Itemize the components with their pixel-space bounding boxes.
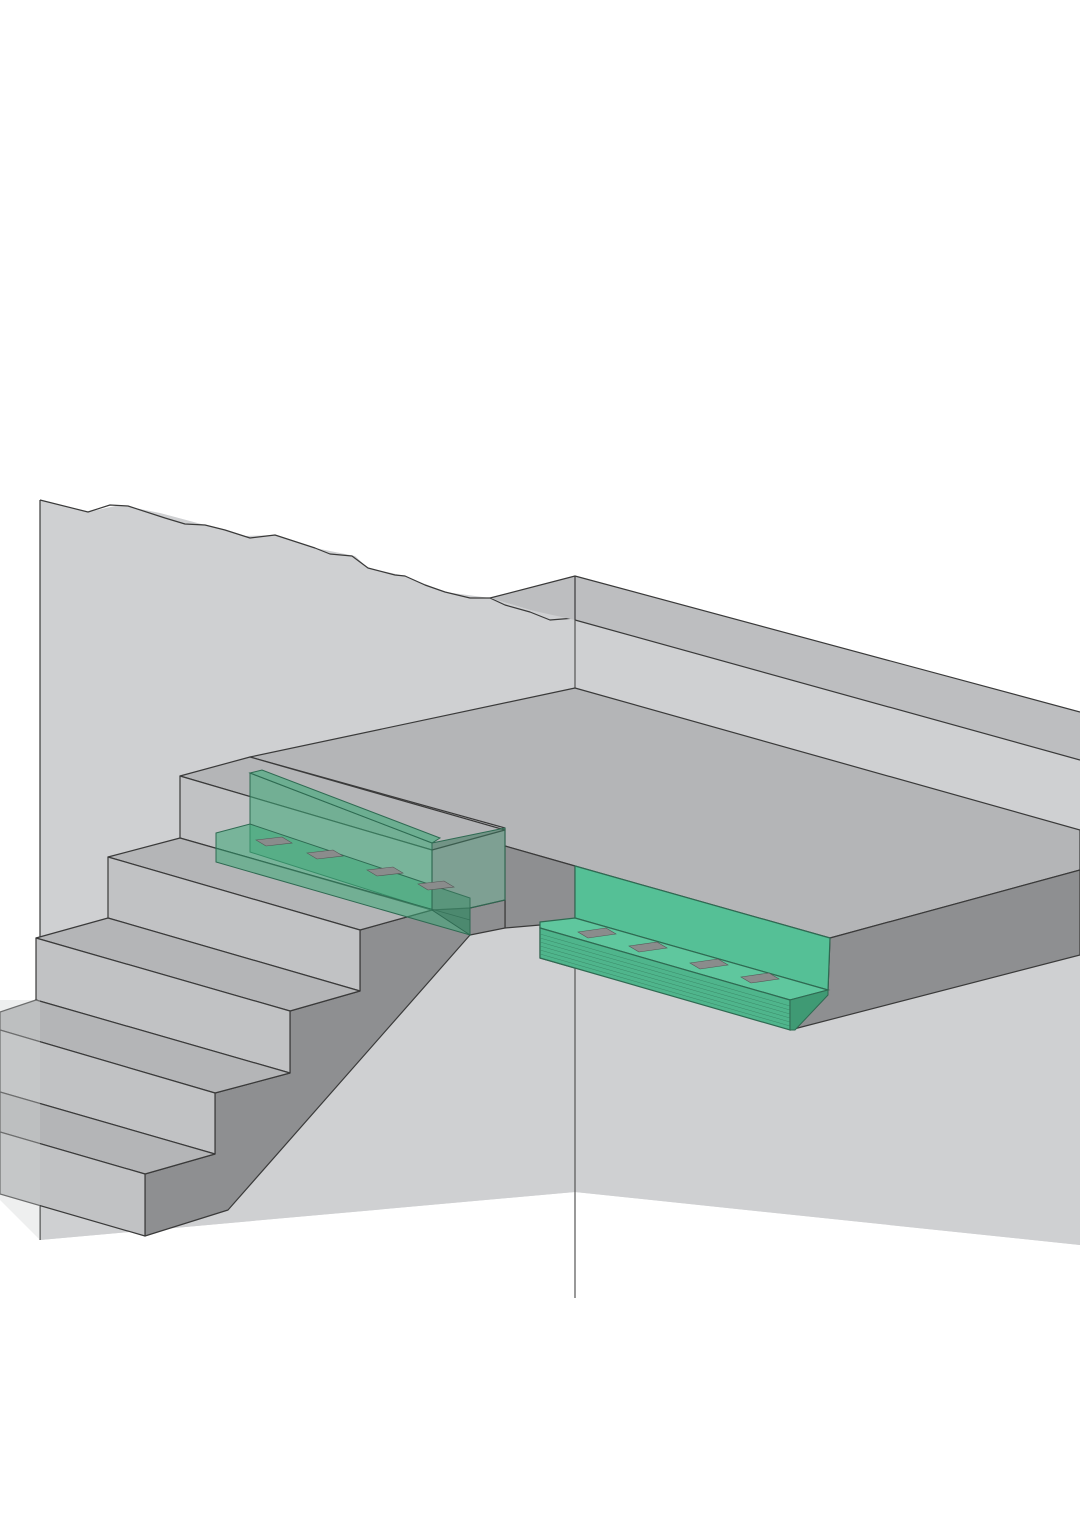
profile-landing-edge [539,865,831,1031]
landing-profile-ribs [539,933,791,1027]
floor-shadow [40,1192,1080,1528]
nosing-end-cap [431,827,506,936]
nosing-slot-4 [417,880,455,891]
profile-stair-nosing [215,769,506,936]
nosing-top-edge [248,769,442,844]
stair-tread-4 [0,999,291,1094]
landing-profile-end [789,989,829,1031]
nosing-slot-2 [306,849,344,860]
nosing-slot-1 [255,836,293,847]
nosing-flange-line [215,847,471,921]
landing-slot-4 [740,972,780,984]
wall-overlap-veil [0,1000,40,1240]
back-wall-cap-lower-edge [574,619,1080,761]
left-wall-top-edge [39,499,576,621]
stair-riser-5 [0,1131,146,1237]
landing-slot-2 [628,941,668,953]
landing-slot-1 [577,927,617,939]
back-wall-cap [490,576,1080,760]
nosing-slot-3 [366,866,404,877]
landing-slot-3 [689,958,729,970]
